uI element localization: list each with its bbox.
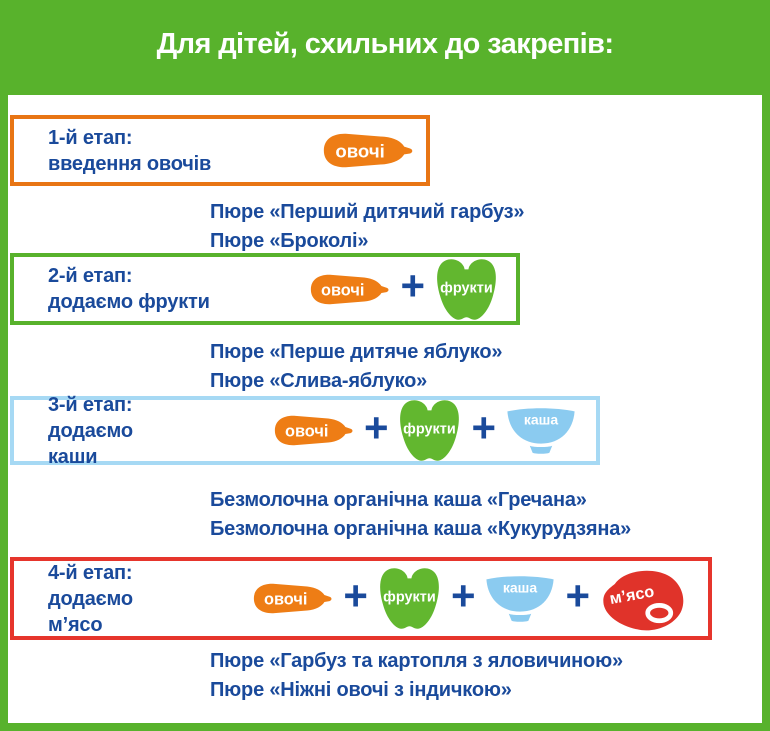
stage-1-label-line2: введення овочів [48, 152, 212, 175]
stage-2-products: Пюре «Перше дитяче яблуко» Пюре «Слива-я… [210, 338, 502, 396]
carrot-icon-label: овочі [321, 281, 364, 299]
carrot-icon: овочі [323, 133, 413, 168]
meat-icon: м’ясо [603, 570, 684, 631]
carrot-icon-label: овочі [264, 591, 307, 609]
stage-3-label-line2: додаємо [48, 419, 133, 442]
carrot-icon: овочі [274, 415, 353, 446]
apple-icon-label: фрукти [404, 422, 457, 438]
bowl-icon: каша [507, 407, 575, 454]
stage-1-icons: овочі [316, 125, 426, 176]
product-name: Безмолочна органічна каша «Гречана» [210, 489, 587, 511]
stage-4-label-line2: додаємо [48, 587, 133, 610]
bowl-icon-label: каша [503, 579, 537, 595]
stage-4-box: 4-й етап: додаємо м’ясо овочі + фрукти +… [10, 557, 712, 640]
stage-2-icons: овочі + фрукти [304, 255, 516, 324]
stage-4-icons: овочі + фрукти + каша + м’ясо [247, 564, 708, 633]
plus-icon: + [471, 403, 496, 451]
stage-1-label-line1: 1-й етап: [48, 126, 133, 149]
stage-1-products: Пюре «Перший дитячий гарбуз» Пюре «Броко… [210, 198, 525, 256]
stage-3-products: Безмолочна органічна каша «Гречана» Безм… [210, 486, 631, 544]
plus-icon: + [450, 571, 476, 619]
apple-icon: фрукти [380, 568, 439, 629]
carrot-icon-label: овочі [285, 423, 328, 441]
product-name: Пюре «Слива-яблуко» [210, 370, 428, 392]
carrot-icon: овочі [254, 583, 332, 614]
stage-4-label-line1: 4-й етап: [48, 561, 133, 584]
stage-2-label-line1: 2-й етап: [48, 265, 133, 287]
stage-4-products: Пюре «Гарбуз та картопля з яловичиною» П… [210, 647, 623, 705]
stage-3-label: 3-й етап: додаємо каши [14, 392, 133, 470]
product-name: Пюре «Перше дитяче яблуко» [210, 341, 503, 363]
stage-4-label-line3: м’ясо [48, 613, 103, 636]
plus-icon: + [565, 571, 590, 619]
apple-icon: фрукти [400, 400, 460, 461]
carrot-icon: овочі [311, 274, 389, 304]
plus-icon: + [400, 262, 425, 309]
stage-2-label: 2-й етап: додаємо фрукти [14, 263, 210, 315]
stage-1-box: 1-й етап: введення овочів овочі [10, 115, 430, 186]
header-banner: Для дітей, схильних до закрепів: [0, 0, 770, 95]
product-name: Пюре «Ніжні овочі з індичкою» [210, 679, 512, 701]
product-name: Пюре «Броколі» [210, 230, 369, 252]
stage-2-box: 2-й етап: додаємо фрукти овочі + фрукти [10, 253, 520, 325]
bowl-icon: каша [486, 575, 555, 622]
product-name: Безмолочна органічна каша «Кукурудзяна» [210, 518, 632, 540]
stage-3-box: 3-й етап: додаємо каши овочі + фрукти + … [10, 394, 600, 468]
apple-icon: фрукти [437, 258, 496, 320]
plus-icon: + [343, 571, 368, 619]
product-name: Пюре «Гарбуз та картопля з яловичиною» [210, 650, 623, 672]
stage-3-label-line3: каши [48, 445, 98, 468]
apple-icon-label: фрукти [383, 590, 436, 606]
stage-3-icons: овочі + фрукти + каша [268, 396, 596, 465]
stage-3-label-line1: 3-й етап: [48, 393, 133, 416]
plus-icon: + [363, 403, 389, 451]
apple-icon-label: фрукти [440, 280, 493, 296]
carrot-icon-label: овочі [335, 140, 384, 161]
stage-2-label-line2: додаємо фрукти [48, 291, 210, 313]
stage-1-label: 1-й етап: введення овочів [14, 125, 211, 177]
bowl-icon-label: каша [524, 411, 558, 427]
page-title: Для дітей, схильних до закрепів: [156, 28, 614, 60]
product-name: Пюре «Перший дитячий гарбуз» [210, 201, 525, 223]
stage-4-label: 4-й етап: додаємо м’ясо [14, 560, 133, 638]
